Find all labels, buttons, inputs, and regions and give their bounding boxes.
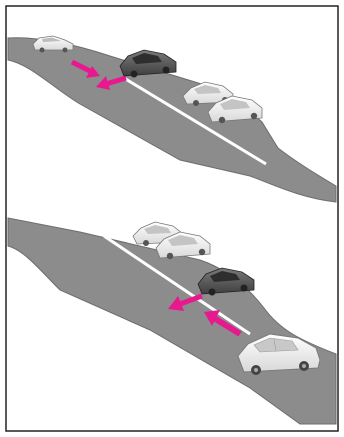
illustration-frame (0, 0, 344, 437)
lane-merge-illustration (0, 0, 344, 437)
